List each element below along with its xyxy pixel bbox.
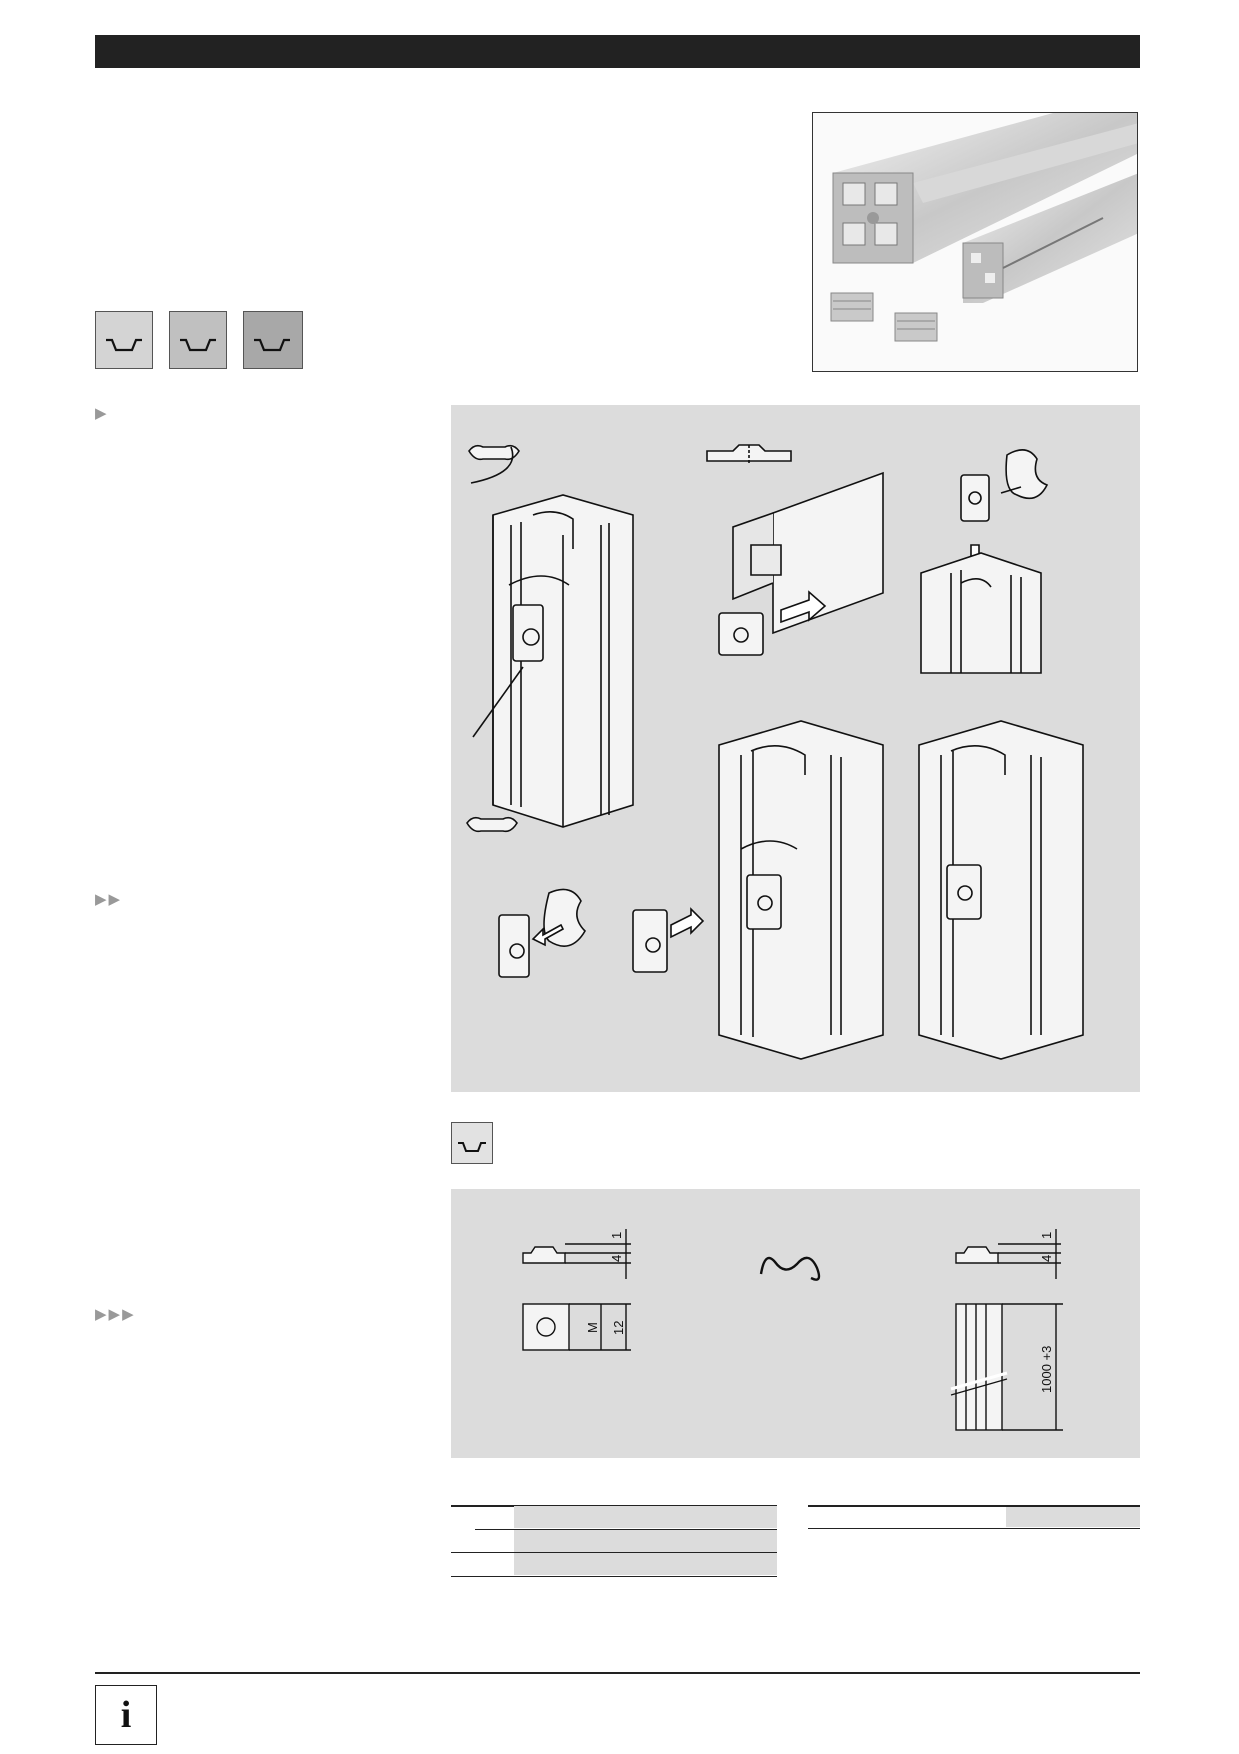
slot-profile-icon	[458, 1142, 486, 1152]
section-marker-2: ▶▶	[95, 891, 123, 908]
table-right-cell-1	[1006, 1507, 1140, 1527]
dim-left-m: M	[585, 1322, 600, 1333]
section-marker-1: ▶	[95, 405, 109, 422]
dim-right-length: 1000 +3	[1039, 1346, 1054, 1393]
table-left-rule-2	[451, 1552, 777, 1553]
table-left-rule-1	[475, 1529, 777, 1530]
slot-profile-icon	[254, 338, 290, 352]
table-left-rule-bottom	[451, 1576, 777, 1577]
assembly-illustration	[466, 444, 1084, 1060]
aluminium-profile-photo	[813, 113, 1137, 371]
table-left-cell-2	[514, 1530, 777, 1552]
dim-left-4: 4	[609, 1255, 624, 1262]
slot-profile-tile-dark	[243, 311, 303, 369]
dimension-drawing-panel: 1 4 M 12 1 4 1000 +3	[451, 1189, 1140, 1458]
section-marker-3: ▶▶▶	[95, 1306, 136, 1323]
slot-profile-icon	[180, 338, 216, 352]
assembly-illustration-panel	[451, 405, 1140, 1092]
table-right-rule-top	[808, 1505, 1140, 1507]
dim-right-1: 1	[1039, 1232, 1054, 1239]
table-left-cell-3	[514, 1553, 777, 1575]
slot-profile-tile-small	[451, 1122, 493, 1164]
footer-rule	[95, 1672, 1140, 1674]
slot-profile-tile-light	[95, 311, 153, 369]
dim-right-4: 4	[1039, 1255, 1054, 1262]
table-right-rule-bottom	[808, 1528, 1140, 1529]
dim-left-1: 1	[609, 1232, 624, 1239]
dimension-drawing: 1 4 M 12 1 4 1000 +3	[522, 1229, 1063, 1431]
header-bar	[95, 35, 1140, 68]
product-photo	[812, 112, 1138, 372]
slot-profile-icon	[106, 338, 142, 352]
table-left-cell-1	[514, 1506, 777, 1528]
slot-profile-tile-mid	[169, 311, 227, 369]
info-icon: i	[95, 1685, 157, 1745]
dim-left-12: 12	[611, 1321, 626, 1335]
